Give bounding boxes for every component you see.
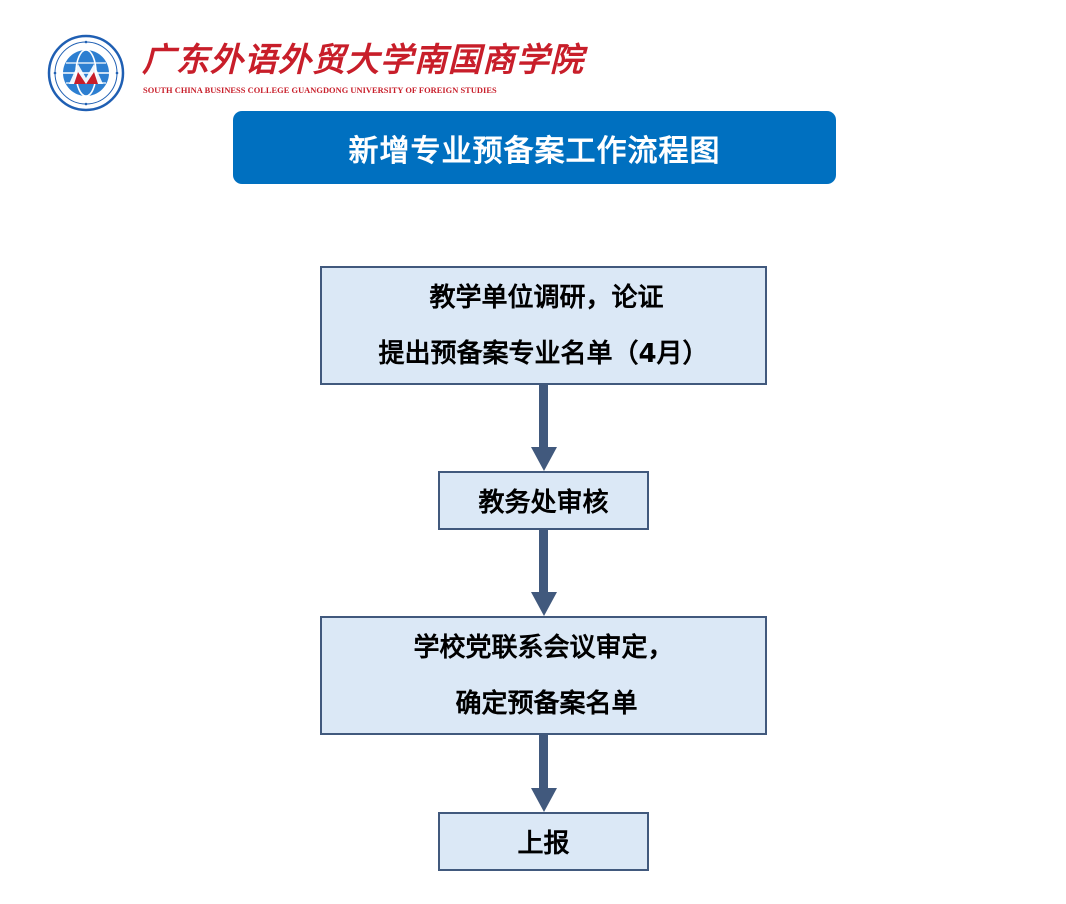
flow-step-4-label: 上报 [517,829,570,859]
flow-arrow-2 [529,530,559,616]
flow-step-1-line-1: 教学单位调研，论证 [429,282,664,313]
arrow-shaft [539,735,548,790]
arrow-down-icon [531,592,557,616]
page-title: 新增专业预备案工作流程图 [348,133,721,169]
flow-step-2: 教务处审核 [438,471,649,530]
college-name-en: SOUTH CHINA BUSINESS COLLEGE GUANGDONG U… [143,86,497,95]
flow-step-2-label: 教务处审核 [478,488,609,518]
arrow-down-icon [531,447,557,471]
flow-step-4: 上报 [438,812,649,871]
flow-step-3-line-2: 确定预备案名单 [455,688,638,719]
flow-step-3-line-1: 学校党联系会议审定， [413,632,674,663]
flow-step-1-line-2: 提出预备案专业名单（4月） [378,338,709,369]
flow-arrow-3 [529,735,559,812]
arrow-shaft [539,530,548,594]
college-name-cn: 广东外语外贸大学南国商学院 [142,40,584,79]
flow-step-3: 学校党联系会议审定， 确定预备案名单 [320,616,767,735]
arrow-down-icon [531,788,557,812]
globe-emblem-icon [47,34,125,112]
college-logo-emblem [47,34,125,112]
title-banner: 新增专业预备案工作流程图 [233,111,836,184]
flow-step-1: 教学单位调研，论证 提出预备案专业名单（4月） [320,266,767,385]
arrow-shaft [539,385,548,449]
flow-arrow-1 [529,385,559,471]
